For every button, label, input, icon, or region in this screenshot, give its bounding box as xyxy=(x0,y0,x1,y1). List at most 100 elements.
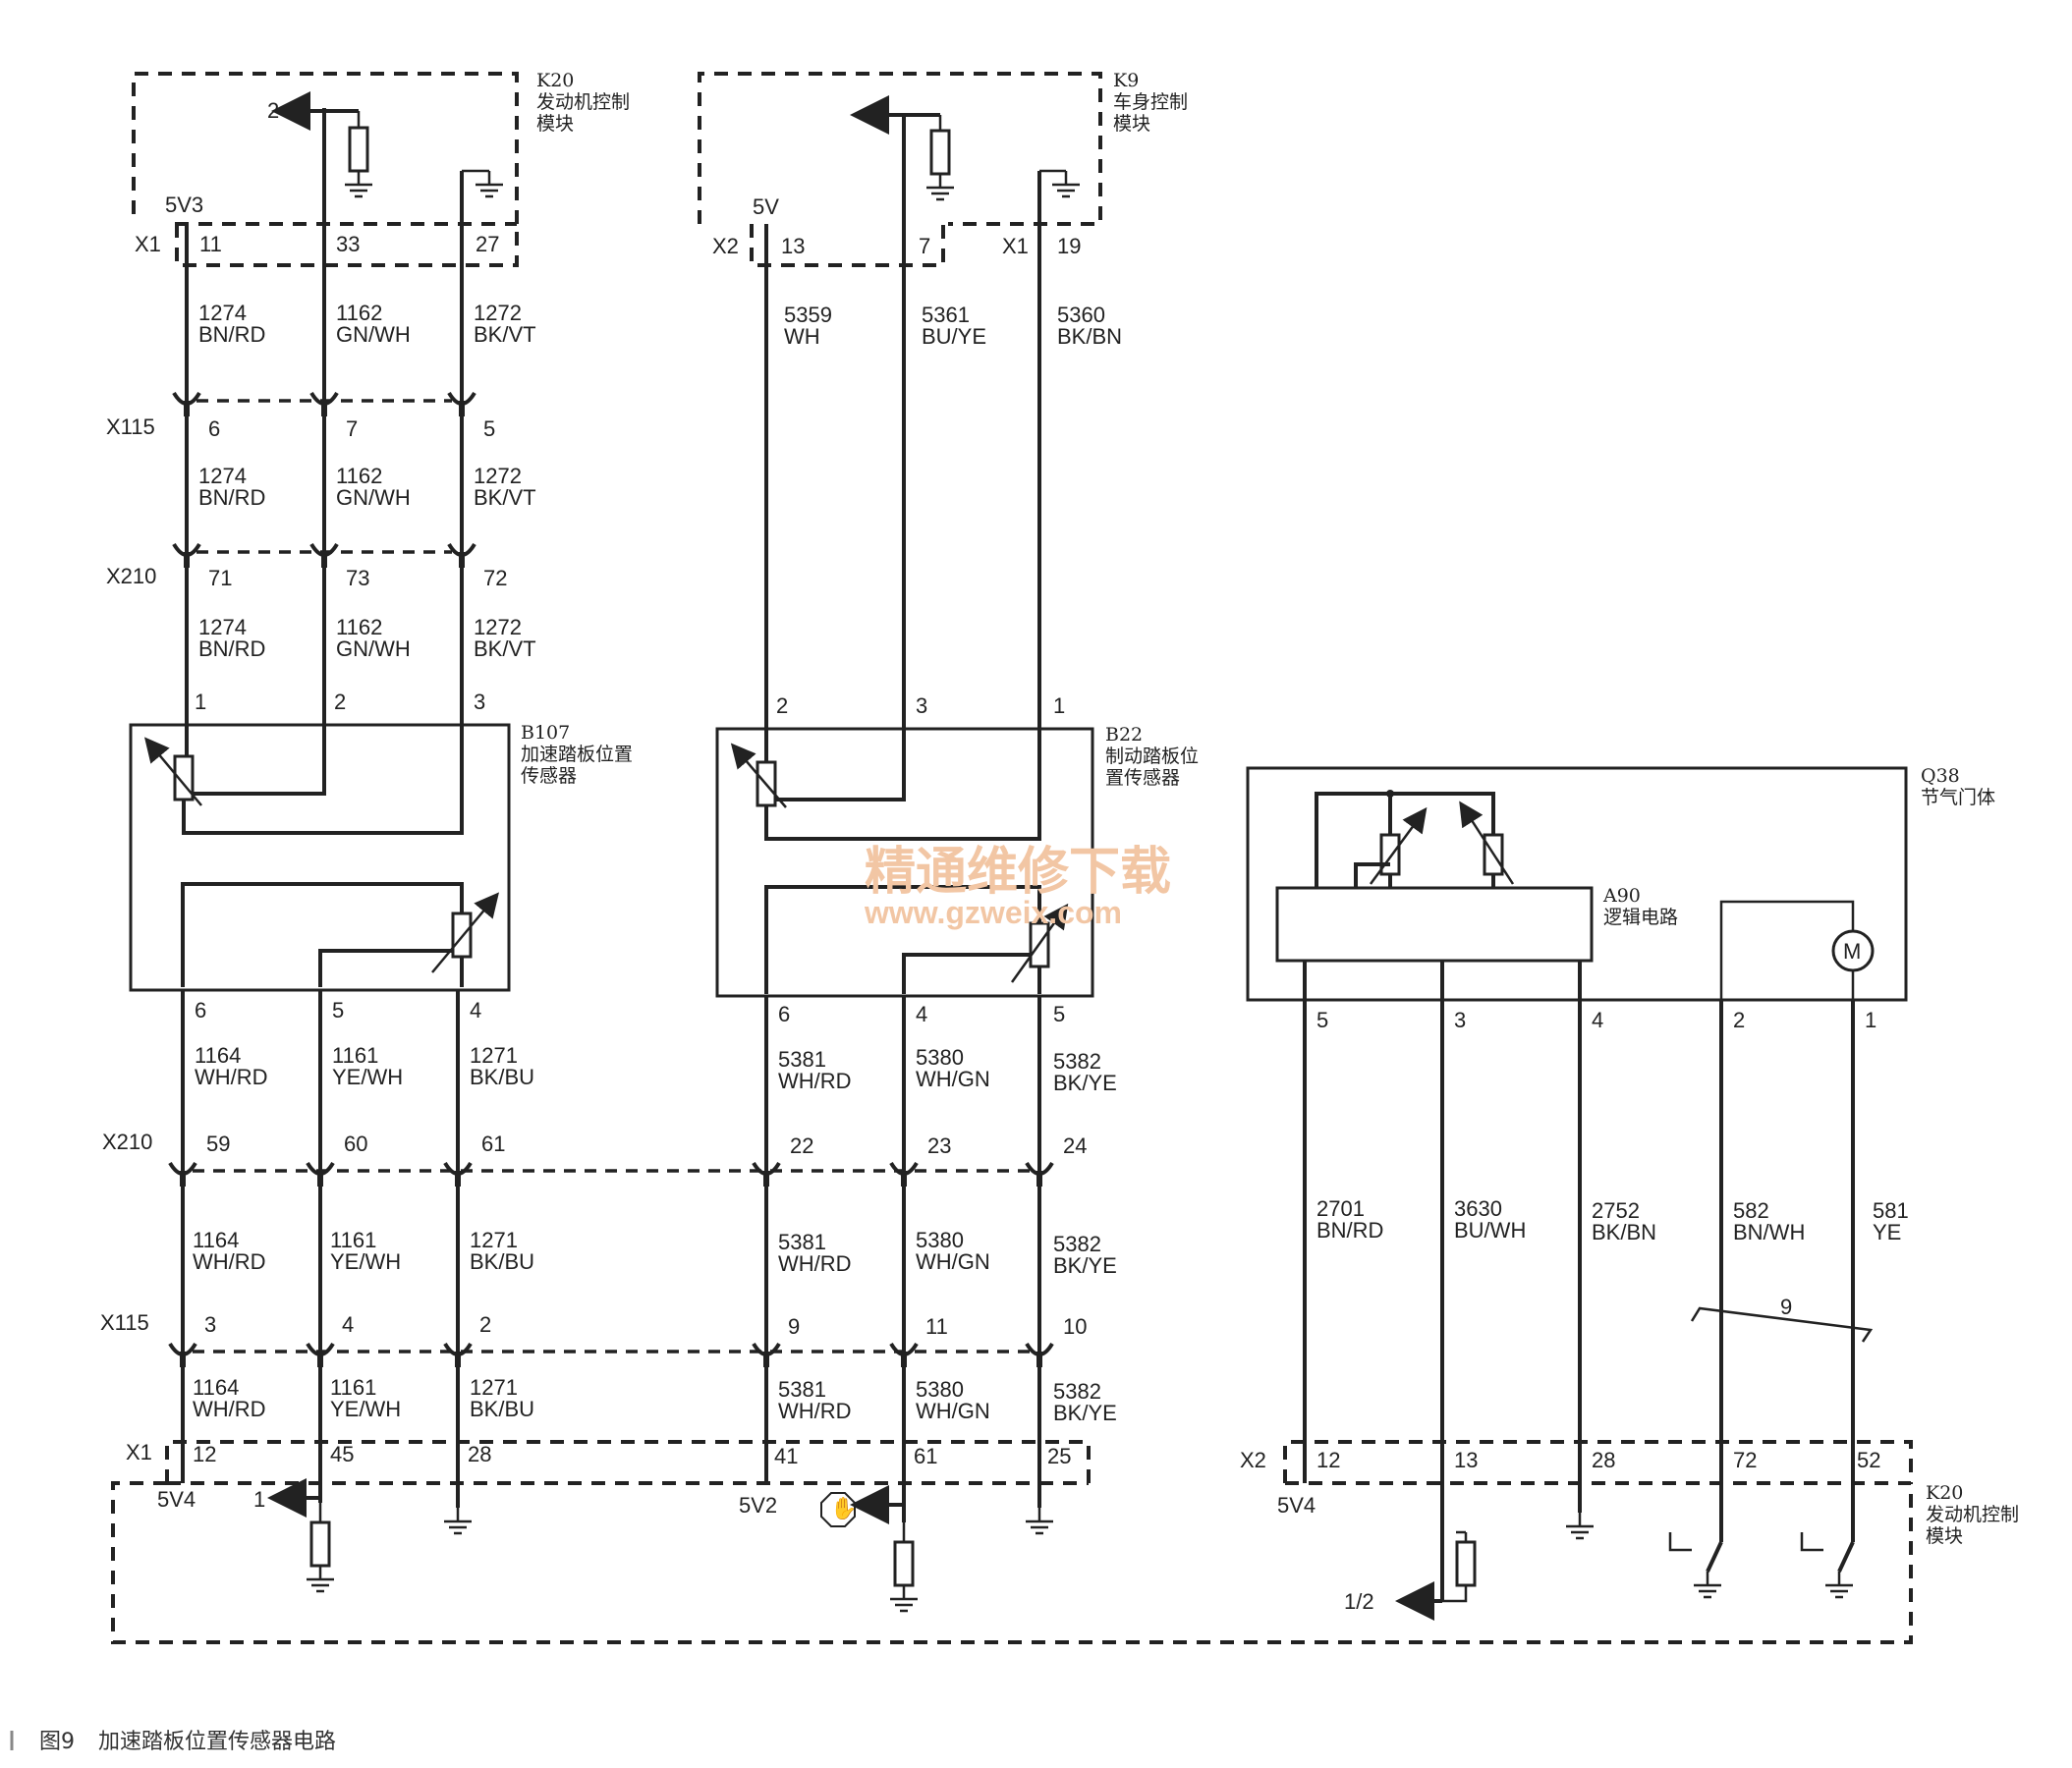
k20-bottom-id: K20 xyxy=(1926,1482,1963,1504)
wire-label: 1162 xyxy=(336,301,382,325)
svg-text:1271: 1271 xyxy=(470,1228,518,1252)
pin-33: 33 xyxy=(336,232,360,256)
svg-text:5382: 5382 xyxy=(1053,1232,1101,1256)
pin: 52 xyxy=(1857,1448,1880,1472)
wire-labels-seg-b: 1164 WH/RD 1161 YE/WH 1271 BK/BU 5381 WH… xyxy=(193,1228,1117,1278)
pin-7: 7 xyxy=(919,234,930,258)
svg-text:5381: 5381 xyxy=(778,1230,826,1254)
pin: 72 xyxy=(1733,1448,1757,1472)
k20-bottom-module: K20 发动机控制 模块 xyxy=(111,1440,2019,1644)
svg-text:1164: 1164 xyxy=(195,1043,241,1068)
svg-text:BN/WH: BN/WH xyxy=(1733,1220,1805,1244)
svg-text:WH/RD: WH/RD xyxy=(778,1069,852,1093)
wire-label: 1162 xyxy=(336,464,382,488)
b22-id: B22 xyxy=(1105,724,1143,746)
pin: 28 xyxy=(468,1442,491,1466)
wire-label: 1274 xyxy=(198,301,247,325)
figure-number: 图9 xyxy=(39,1730,75,1754)
pin: 6 xyxy=(778,1002,790,1026)
pin: 5 xyxy=(332,998,344,1022)
pin: 3 xyxy=(1454,1008,1466,1032)
b107-sensor: B107 加速踏板位置 传感器 xyxy=(129,722,633,992)
svg-text:BK/BU: BK/BU xyxy=(470,1065,534,1089)
svg-text:YE: YE xyxy=(1873,1220,1901,1244)
pin: 1 xyxy=(195,690,206,714)
b107-id: B107 xyxy=(521,722,570,744)
k20-top-name-1: 发动机控制 xyxy=(536,91,630,113)
b107-name-2: 传感器 xyxy=(521,765,577,787)
svg-text:5382: 5382 xyxy=(1053,1049,1101,1074)
pin-19: 19 xyxy=(1057,234,1081,258)
pin: 73 xyxy=(346,566,369,590)
svg-text:1164: 1164 xyxy=(193,1375,239,1400)
hand-icon: ✋ xyxy=(820,1492,857,1527)
ref-1-2: 1/2 xyxy=(1344,1589,1374,1614)
svg-text:WH/GN: WH/GN xyxy=(916,1249,990,1274)
wire-label: GN/WH xyxy=(336,322,411,347)
svg-text:YE/WH: YE/WH xyxy=(332,1065,403,1089)
pin: 12 xyxy=(193,1442,216,1466)
svg-text:581: 581 xyxy=(1873,1198,1909,1223)
pin: 4 xyxy=(916,1002,927,1026)
q38-name: 节气门体 xyxy=(1921,787,1995,808)
svg-text:WH/GN: WH/GN xyxy=(916,1399,990,1423)
a90-id: A90 xyxy=(1602,885,1641,907)
x210-bottom-label: X210 xyxy=(102,1130,152,1154)
wire-label: BN/RD xyxy=(198,322,265,347)
wire-label: BU/YE xyxy=(922,324,986,349)
pin: 5 xyxy=(1053,1002,1065,1026)
svg-text:3630: 3630 xyxy=(1454,1196,1502,1221)
pin: 11 xyxy=(925,1314,948,1339)
svg-text:BU/WH: BU/WH xyxy=(1454,1218,1526,1243)
svg-text:1271: 1271 xyxy=(470,1043,518,1068)
wire-labels-seg-a: 1164 WH/RD 1161 YE/WH 1271 BK/BU 5381 WH… xyxy=(195,1043,1117,1095)
wire-label: BK/VT xyxy=(474,322,536,347)
pin: 6 xyxy=(195,998,206,1022)
b22-sensor: B22 制动踏板位 置传感器 xyxy=(715,724,1199,998)
svg-text:WH/RD: WH/RD xyxy=(193,1249,266,1274)
svg-text:2752: 2752 xyxy=(1592,1198,1640,1223)
k20-top-name-2: 模块 xyxy=(536,113,574,135)
svg-text:WH/RD: WH/RD xyxy=(193,1397,266,1421)
svg-text:5380: 5380 xyxy=(916,1045,964,1070)
pin: 3 xyxy=(204,1312,216,1337)
pin: 22 xyxy=(790,1133,813,1158)
wire-label: 1274 xyxy=(198,464,247,488)
watermark-text: 精通维修下载 xyxy=(865,842,1171,902)
pin: 41 xyxy=(774,1444,798,1468)
k9-supply: 5V xyxy=(753,194,779,219)
svg-text:✋: ✋ xyxy=(830,1496,857,1520)
wire-label: 1274 xyxy=(198,615,247,639)
x2-bottom-label: X2 xyxy=(1240,1448,1266,1472)
pin: 61 xyxy=(481,1132,505,1156)
wire-label: BK/VT xyxy=(474,485,536,510)
q38-wire-labels: 2701 BN/RD 3630 BU/WH 2752 BK/BN 582 BN/… xyxy=(1316,1196,1909,1244)
pin: 4 xyxy=(1592,1008,1603,1032)
pin: 4 xyxy=(470,998,481,1022)
pin-11: 11 xyxy=(199,232,222,256)
pin: 2 xyxy=(479,1312,491,1337)
wire-label: 1272 xyxy=(474,301,522,325)
svg-text:1161: 1161 xyxy=(332,1043,378,1068)
svg-text:BK/YE: BK/YE xyxy=(1053,1253,1117,1278)
svg-text:5380: 5380 xyxy=(916,1228,964,1252)
x115-top-label: X115 xyxy=(106,414,155,439)
svg-text:1161: 1161 xyxy=(330,1228,376,1252)
wire-label: 5361 xyxy=(922,303,970,327)
supply-5v4: 5V4 xyxy=(157,1487,196,1512)
svg-text:WH/RD: WH/RD xyxy=(778,1251,852,1276)
motor-icon: M xyxy=(1843,939,1861,964)
b22-name-2: 置传感器 xyxy=(1105,767,1180,789)
pin: 5 xyxy=(1316,1008,1328,1032)
svg-text:5382: 5382 xyxy=(1053,1379,1101,1404)
svg-text:1164: 1164 xyxy=(193,1228,239,1252)
pin: 7 xyxy=(346,416,358,441)
wire-label: 1272 xyxy=(474,615,522,639)
twisted-pair-icon xyxy=(1690,1306,1874,1343)
wire-label: 5359 xyxy=(784,303,832,327)
wire-label: BN/RD xyxy=(198,636,265,661)
pin: 1 xyxy=(1865,1008,1876,1032)
pin: 61 xyxy=(914,1444,937,1468)
wire-label: GN/WH xyxy=(336,485,411,510)
svg-text:5380: 5380 xyxy=(916,1377,964,1402)
